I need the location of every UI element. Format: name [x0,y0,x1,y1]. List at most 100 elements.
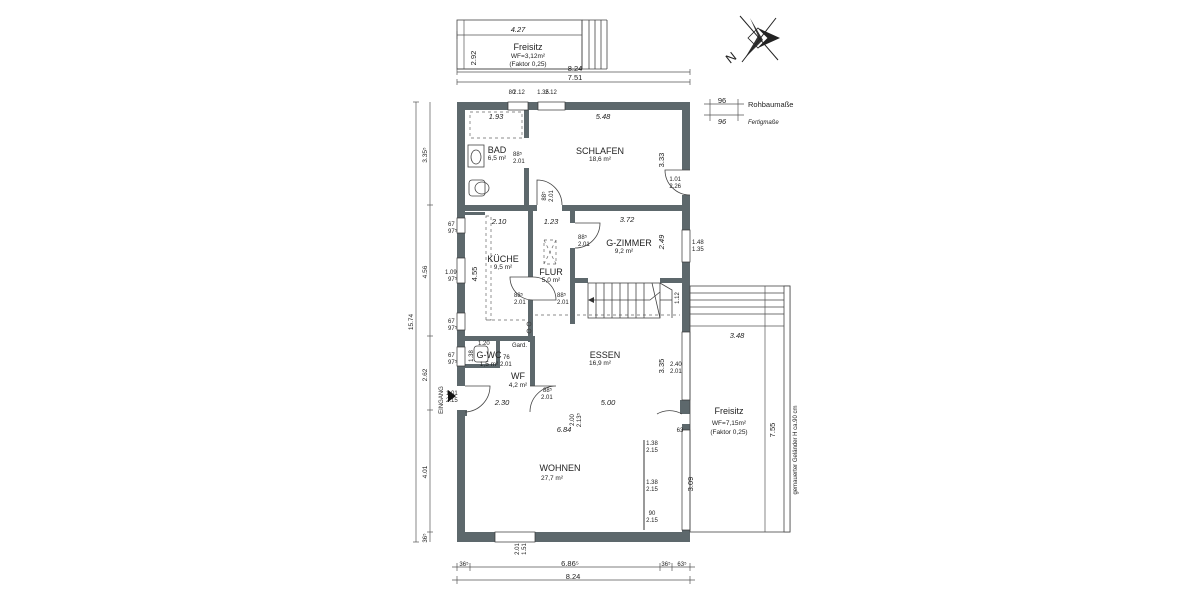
dim-door-201e: 2.01 [557,300,569,306]
dim-window-90: 90 [649,511,656,517]
room-label-bad: BAD [488,145,507,155]
north-letter: N [723,49,740,67]
dim-leftwin-97b: 97⁵ [448,276,458,283]
dim-500: 5.00 [601,398,616,407]
legend-rohbau-label: Rohbaumaße [748,100,793,109]
sink-icon [467,144,485,168]
dim-leftwin-67b: 67 [448,319,455,325]
room-label-freisitz-top: Freisitz [514,42,543,52]
terrace-top: 4.27 2.92 Freisitz WF=3,12m² (Faktor 0,2… [456,19,608,70]
dim-leftwin-97d: 97⁵ [448,359,458,366]
dim-door-885e: 88⁵ [557,292,567,299]
skylight-outline [543,239,557,265]
walls [457,102,690,542]
room-label-gwc: G-WC [477,350,502,360]
room-factor-freisitz-right: (Faktor 0,25) [710,429,747,436]
dim-2135: 2.13⁵ [576,412,583,427]
room-area-freisitz-top: WF=3,12m² [511,53,546,60]
room-area-wf: 4,2 m² [509,382,528,389]
dim-112: 1.12 [675,292,681,304]
dim-leftwin-109: 1.09 [445,270,457,276]
room-factor-freisitz-top: (Faktor 0,25) [509,61,546,68]
dim-door-885f: 88⁵ [543,387,553,394]
dim-window-215b: 2.15 [646,487,658,493]
dim-door-240: 2.40 [670,362,682,368]
dim-333: 3.33 [657,153,666,168]
dim-window-151: 1.51 [522,543,528,555]
dim-door-226: 2.26 [669,184,681,190]
dim-overall-751: 7.51 [568,73,583,82]
dim-door-201f: 2.01 [500,362,512,368]
dim-overall-1574: 15.74 [408,313,415,330]
room-label-essen: ESSEN [590,350,621,360]
dim-leftwin-97c: 97⁵ [448,325,458,332]
dim-120: 1.20 [478,341,490,347]
dim-455: 4.55 [470,267,479,282]
dim-overall-824-top: 8.24 [568,64,583,73]
dim-138: 1.38 [469,350,475,362]
legend-rohbau-value: 96 [718,96,726,105]
bathtub-outline [469,111,523,139]
room-label-schlafen: SCHLAFEN [576,146,624,156]
dim-window-80: 80 [509,90,516,96]
top-dimension-lines: 8.24 7.51 80 2.12 1.35 2.12 [456,64,691,96]
legend-fertig-value: 96 [718,117,727,126]
bottom-dimension-lines: 36⁵ 6.86⁵ 36⁵ 63⁵ 8.24 [452,559,695,584]
dim-window-212b: 2.12 [545,90,557,96]
dim-left-401: 4.01 [422,465,429,478]
dim-left-456: 4.56 [422,265,429,278]
dim-bottom-365a: 36⁵ [459,561,469,568]
staircase [587,282,673,319]
dim-window-215c: 2.15 [646,518,658,524]
room-area-kueche: 9,5 m² [494,264,513,271]
dim-leftwin-215: 2.15 [446,398,458,404]
dim-372: 3.72 [620,215,635,224]
dim-door-76: 76 [503,355,510,361]
legend: 96 Rohbaumaße 96 Fertigmaße [704,96,793,126]
terrace-right: 3.48 7.55 Freisitz WF=7,15m² (Faktor 0,2… [689,285,799,533]
dim-door-885b: 88⁵ [541,191,548,201]
dim-window-215a: 2.15 [646,448,658,454]
dim-terrace-depth: 2.92 [469,51,478,66]
interior-dimensions: 1.93 5.48 3.33 1.01 2.26 88⁵ 2.01 88⁵ 2.… [469,112,704,555]
room-area-schlafen: 18,6 m² [589,156,612,163]
dim-window-135: 1.35 [537,90,549,96]
room-area-wohnen: 27,7 m² [541,475,564,482]
dim-window-212a: 2.12 [513,90,525,96]
dim-window-135b: 1.35 [692,247,704,253]
dim-bottom-635: 63⁵ [677,561,687,568]
dim-door-885c: 88⁵ [578,234,588,241]
doors [448,169,691,415]
toilet-icon [468,179,486,197]
dim-bottom-365b: 36⁵ [661,561,671,568]
dim-terrace-width: 4.27 [511,25,526,34]
dim-335: 3.35 [657,359,666,374]
dim-bottom-824: 8.24 [566,572,581,581]
north-arrow-icon: N [723,15,780,67]
room-area-gwc: 1,5 m² [480,361,499,368]
dim-leftwin-67c: 67 [448,353,455,359]
dim-window-148: 1.48 [692,240,704,246]
dim-door-201h: 2.01 [541,395,553,401]
dim-door-101a: 1.01 [669,177,681,183]
entrance-label: EINGANG [439,386,445,414]
dim-door-885a: 88⁵ [513,151,523,158]
dim-200: 2.00 [570,414,576,426]
kitchen-counter [485,215,492,321]
railing-note: gemauerter Geländer H ca.90 cm [793,405,799,494]
dim-leftwin-67a: 67 [448,222,455,228]
room-area-gzimmer: 9,2 m² [615,248,634,255]
dim-left-262: 2.62 [422,368,429,381]
room-label-gard: Gard. [512,343,527,349]
dim-door-201d: 2.01 [514,300,526,306]
room-area-freisitz-right: WF=7,15m² [712,420,747,427]
dim-249: 2.49 [657,234,666,250]
dim-230: 2.30 [494,398,510,407]
room-area-essen: 16,9 m² [589,360,612,367]
dim-window-138b: 1.38 [646,480,658,486]
fixtures [467,111,680,363]
dim-door-885d: 88⁵ [514,292,524,299]
dim-bottom-6865: 6.86⁵ [561,559,579,568]
dim-terrace-348: 3.48 [730,331,745,340]
